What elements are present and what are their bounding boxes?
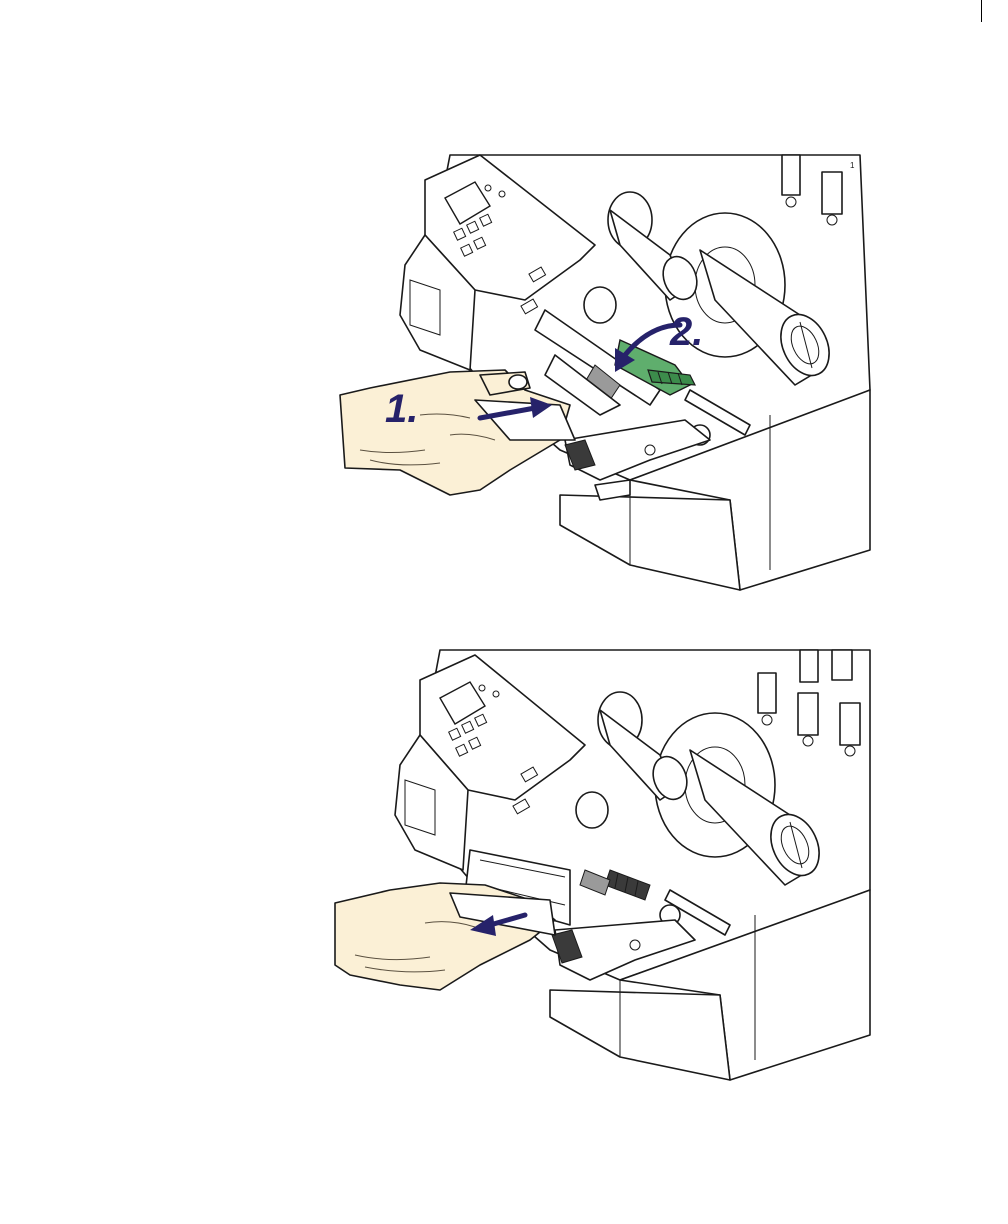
printer-removing-media-illustration: [330, 645, 880, 1085]
step-1-label: 1.: [385, 387, 418, 431]
thumbnail: [509, 375, 527, 389]
sensor-slot-1: [782, 155, 800, 195]
page-edge-rule: [981, 0, 982, 22]
sensor-slot-1: [758, 673, 776, 713]
sensor-slot-2: [798, 693, 818, 735]
sensor-slot-3: [840, 703, 860, 745]
printer-base-front: [550, 990, 730, 1080]
step-2-label: 2.: [669, 310, 703, 354]
sensor-slot-2: [822, 172, 842, 214]
sensor-slot-4: [800, 650, 818, 682]
printer-base-front: [560, 495, 740, 590]
figure-remove-media: [330, 645, 880, 1085]
slot-mark: 1: [850, 161, 855, 170]
guide-roller: [576, 792, 608, 828]
figure-insert-media: 1 1. 2.: [330, 150, 880, 595]
guide-roller: [584, 287, 616, 323]
printer-loading-media-illustration: 1 1. 2.: [330, 150, 880, 595]
sensor-slot-5: [832, 650, 852, 680]
